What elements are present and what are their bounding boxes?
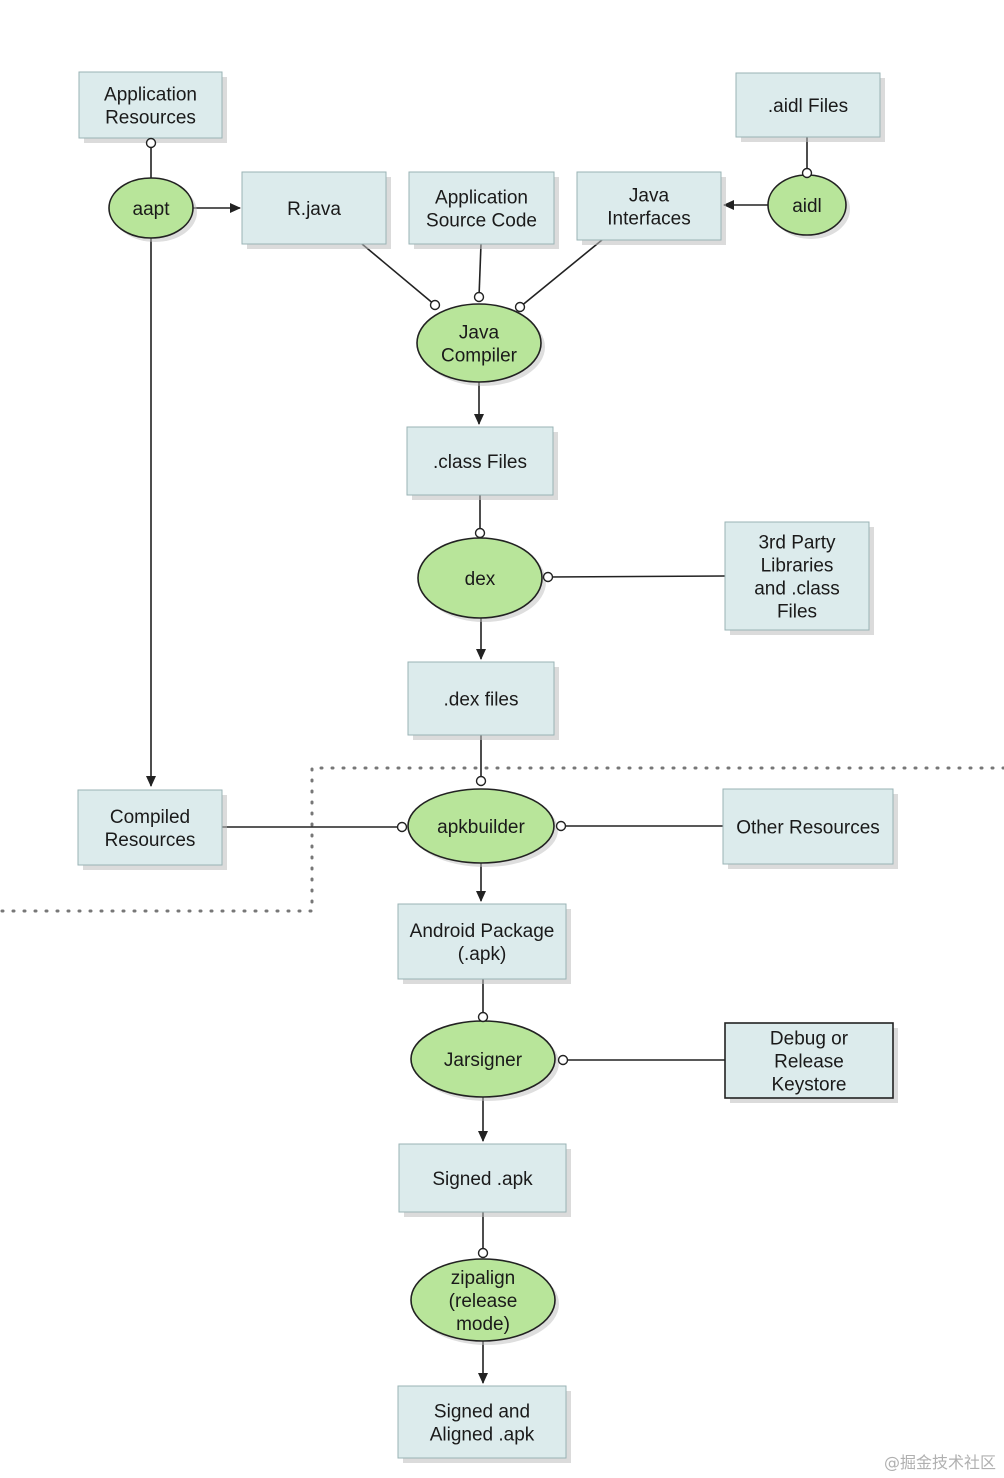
signed-aligned-box-rect	[397, 1385, 567, 1459]
zipalign-tool-ellipse	[410, 1258, 556, 1342]
java-interfaces-label-line-2: Interfaces	[607, 209, 690, 230]
keystore-label-line-3: Keystore	[772, 1075, 847, 1096]
keystore-label-line-2: Release	[774, 1052, 844, 1073]
keystore-box-rect	[724, 1022, 894, 1099]
compiled-resources-label-line-1: Compiled	[110, 807, 190, 828]
edge-interfaces-to-java-compiler-connector	[514, 301, 526, 313]
edge-aidl-files-to-aidl-connector	[801, 167, 813, 179]
aidl-tool: aidl	[767, 174, 850, 239]
apkbuilder-label-line-1: apkbuilder	[437, 817, 525, 838]
edge-rjava-to-java-compiler	[361, 243, 436, 306]
edge-compiled-resources-to-apkbuilder-connector	[396, 821, 408, 833]
java-compiler-label-line-1: Java	[459, 323, 500, 344]
dex-files-box-rect	[407, 661, 555, 736]
edge-app-resources-to-aapt-connector	[145, 137, 157, 149]
zipalign-label-line-3: mode)	[456, 1314, 510, 1335]
app-resources-box-rect	[78, 71, 223, 139]
zipalign-label-line-1: zipalign	[451, 1268, 515, 1289]
edge-dex-files-to-apkbuilder-connector	[475, 775, 487, 787]
android-package-label-line-2: (.apk)	[458, 944, 507, 965]
class-files-box: .class Files	[406, 426, 558, 500]
app-source-box-rect	[408, 171, 555, 245]
compiled-resources-label-line-2: Resources	[105, 830, 196, 851]
edge-third-party-to-dex-connector	[542, 571, 554, 583]
signed-apk-box-rect	[398, 1143, 567, 1213]
third-party-label-line-2: Libraries	[761, 556, 834, 577]
android-package-box: Android Package(.apk)	[397, 903, 571, 984]
jarsigner-tool: Jarsigner	[410, 1020, 559, 1101]
compiled-resources-box-rect	[77, 789, 223, 866]
app-resources-label-line-1: Application	[104, 85, 197, 106]
aapt-label-line-1: aapt	[133, 199, 171, 220]
dex-tool: dex	[417, 537, 546, 622]
keystore-label-line-1: Debug or	[770, 1029, 849, 1050]
android-package-box-rect	[397, 903, 567, 980]
android-package-label-line-1: Android Package	[410, 921, 555, 942]
rjava-box-rect	[241, 171, 387, 245]
aidl-files-box: .aidl Files	[735, 72, 885, 142]
aidl-files-box-rect	[735, 72, 881, 138]
edge-class-files-to-dex-connector	[474, 527, 486, 539]
aidl-label-line-1: aidl	[792, 196, 822, 217]
aapt-tool: aapt	[108, 177, 197, 242]
dex-files-label-line-1: .dex files	[444, 690, 519, 711]
edge-interfaces-to-java-compiler	[519, 239, 603, 308]
edge-third-party-to-dex	[547, 575, 726, 578]
connections	[146, 137, 808, 1384]
apkbuilder-tool-ellipse	[407, 788, 555, 864]
java-compiler-label-line-2: Compiler	[441, 346, 518, 367]
signed-apk-label-line-1: Signed .apk	[432, 1169, 533, 1190]
other-resources-label-line-1: Other Resources	[736, 818, 880, 839]
other-resources-box: Other Resources	[722, 788, 898, 869]
apkbuilder-region-boundary	[0, 766, 1004, 913]
edge-source-to-java-compiler	[478, 243, 482, 298]
dotted-boundary-line	[0, 766, 1004, 913]
app-source-label-line-2: Source Code	[426, 211, 537, 232]
java-interfaces-box-rect	[576, 171, 722, 241]
edge-android-package-to-jarsigner-connector	[477, 1011, 489, 1023]
third-party-label-line-3: and .class	[754, 579, 840, 600]
edge-other-resources-to-apkbuilder-connector	[555, 820, 567, 832]
edge-keystore-to-jarsigner-connector	[557, 1054, 569, 1066]
signed-aligned-label-line-2: Aligned .apk	[430, 1425, 535, 1446]
java-compiler-tool-ellipse	[416, 303, 542, 383]
aidl-files-label-line-1: .aidl Files	[768, 96, 848, 117]
third-party-box-rect	[724, 521, 870, 631]
aapt-tool-ellipse	[108, 177, 194, 239]
edge-rjava-to-java-compiler-connector	[429, 299, 441, 311]
jarsigner-label-line-1: Jarsigner	[444, 1050, 523, 1071]
app-source-label-line-1: Application	[435, 188, 528, 209]
edge-signed-apk-to-zipalign-connector	[477, 1247, 489, 1259]
java-interfaces-label-line-1: Java	[629, 186, 670, 207]
other-resources-box-rect	[722, 788, 894, 865]
app-resources-label-line-2: Resources	[105, 108, 196, 129]
third-party-label-line-4: Files	[777, 602, 817, 623]
class-files-label-line-1: .class Files	[433, 452, 527, 473]
signed-apk-box: Signed .apk	[398, 1143, 571, 1217]
apkbuilder-tool: apkbuilder	[407, 788, 558, 867]
rjava-label-line-1: R.java	[287, 199, 341, 220]
rjava-box: R.java	[241, 171, 391, 249]
zipalign-label-line-2: (release	[449, 1291, 518, 1312]
watermark-text: @掘金技术社区	[884, 1453, 996, 1472]
dex-label-line-1: dex	[465, 569, 496, 590]
edge-source-to-java-compiler-connector	[473, 291, 485, 303]
signed-aligned-label-line-1: Signed and	[434, 1402, 530, 1423]
third-party-label-line-1: 3rd Party	[758, 533, 836, 554]
class-files-box-rect	[406, 426, 554, 496]
dex-files-box: .dex files	[407, 661, 559, 740]
connector-circles	[145, 137, 813, 1259]
